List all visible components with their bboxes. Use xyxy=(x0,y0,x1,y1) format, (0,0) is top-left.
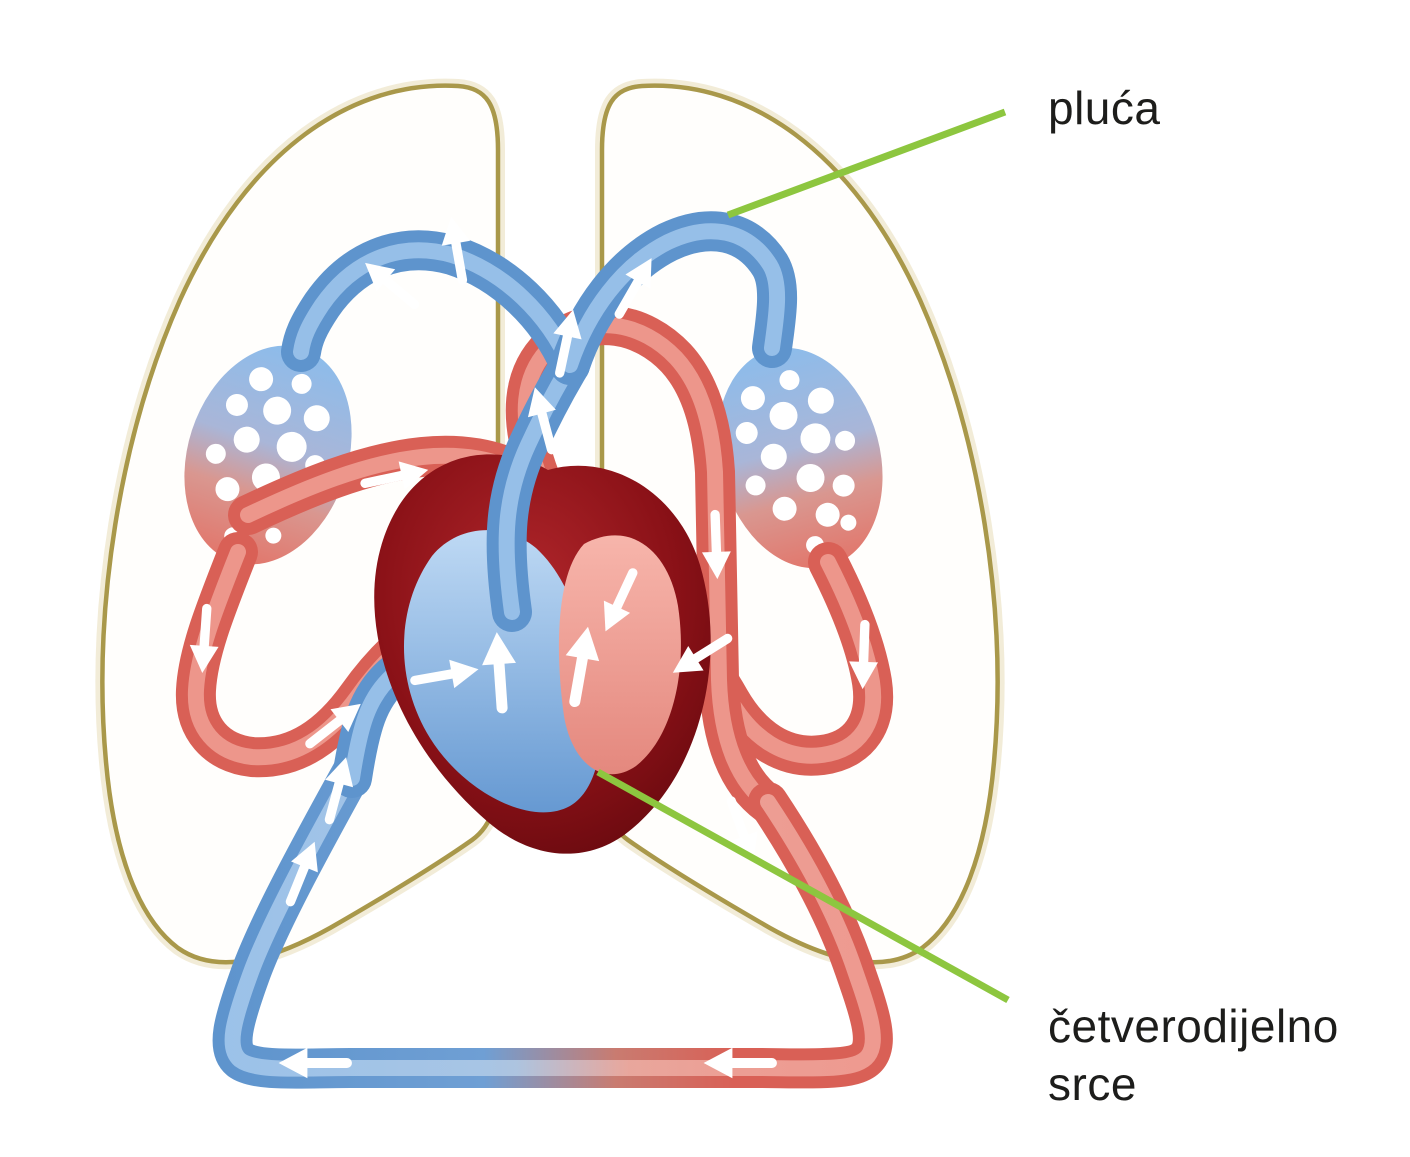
left-capillary-bed xyxy=(184,345,352,565)
label-lungs: pluća xyxy=(1048,82,1161,134)
callout-line-lungs xyxy=(726,108,1007,219)
label-heart: četverodijelno srce xyxy=(1048,1000,1339,1110)
heart xyxy=(374,454,711,854)
callout-line-heart xyxy=(596,768,1010,1004)
right-capillary-bed xyxy=(717,347,883,569)
heart-left-chambers xyxy=(558,535,681,775)
